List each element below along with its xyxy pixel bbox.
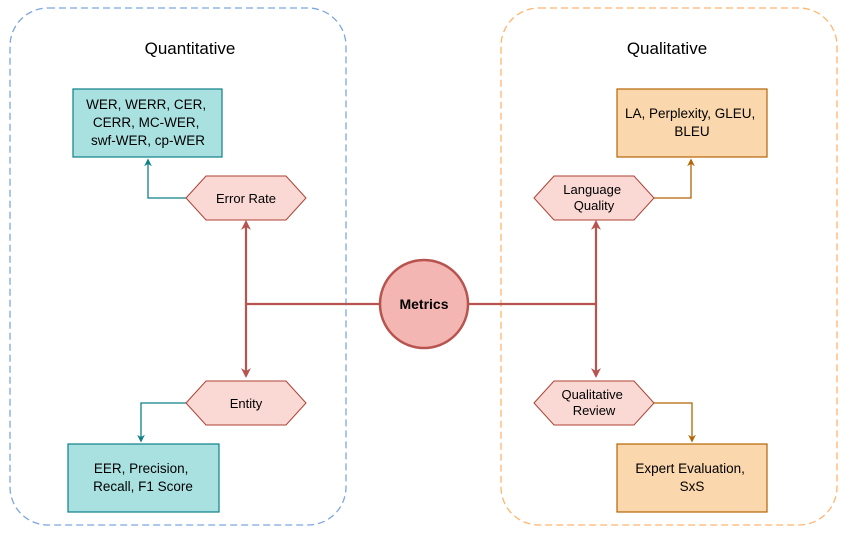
qualitative-review-to-box-connector — [654, 402, 696, 443]
entity-node: Entity — [185, 380, 307, 426]
entity-label: Entity — [230, 396, 263, 411]
entity-metrics-box: EER, Precision, Recall, F1 Score — [67, 443, 220, 513]
error-metrics-box: WER, WERR, CER, CERR, MC-WER, swf-WER, c… — [72, 88, 223, 158]
language-quality-to-box-connector — [654, 158, 695, 199]
language-metrics-text: LA, Perplexity, GLEU, BLEU — [625, 106, 759, 139]
qualitative-group — [500, 7, 838, 526]
language-metrics-box: LA, Perplexity, GLEU, BLEU — [616, 88, 768, 158]
metrics-node: Metrics — [378, 258, 470, 350]
language-quality-label: Language Quality — [563, 182, 624, 213]
entity-to-box-connector — [137, 402, 186, 443]
language-quality-node: Language Quality — [533, 175, 655, 221]
quantitative-title: Quantitative — [145, 39, 236, 58]
review-metrics-text: Expert Evaluation, SxS — [635, 461, 748, 494]
error-rate-to-box-connector — [144, 158, 186, 199]
qualitative-review-label: Qualitative Review — [561, 387, 626, 418]
error-rate-label: Error Rate — [216, 191, 276, 206]
qualitative-review-node: Qualitative Review — [533, 380, 655, 426]
quantitative-group — [9, 7, 347, 526]
qualitative-title: Qualitative — [627, 39, 707, 58]
error-rate-node: Error Rate — [185, 175, 307, 221]
entity-metrics-text: EER, Precision, Recall, F1 Score — [93, 461, 193, 494]
error-metrics-text: WER, WERR, CER, CERR, MC-WER, swf-WER, c… — [86, 97, 210, 148]
metrics-label: Metrics — [399, 296, 448, 312]
review-metrics-box: Expert Evaluation, SxS — [616, 443, 768, 513]
